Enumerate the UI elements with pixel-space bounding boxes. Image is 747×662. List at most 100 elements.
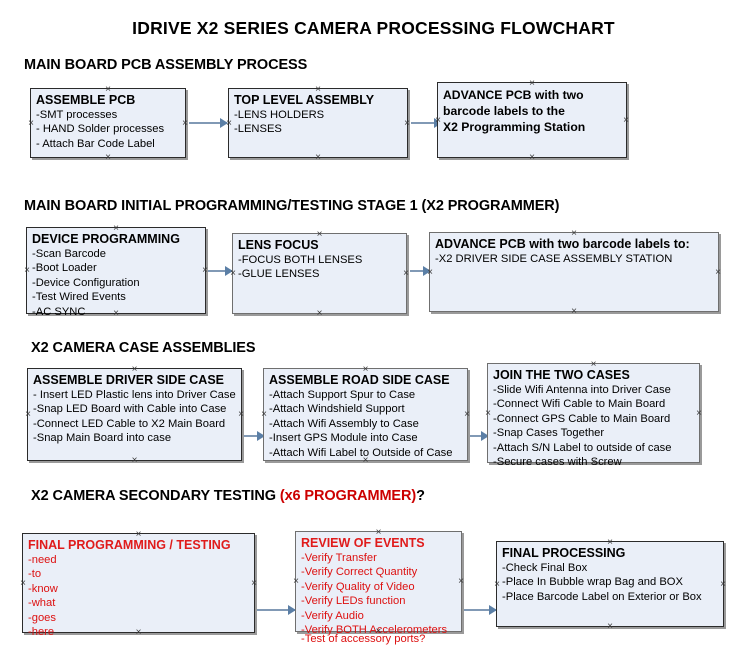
node-line: -what <box>28 597 56 610</box>
node-line: -LENS HOLDERS <box>234 108 325 121</box>
node-title: ASSEMBLE ROAD SIDE CASE <box>269 373 450 387</box>
arrow-final-programming-to-review <box>257 609 295 611</box>
selection-handle-bottom[interactable] <box>314 153 323 162</box>
node-line: -Place Barcode Label on Exterior or Box <box>502 590 702 603</box>
node-line: -AC SYNC <box>32 305 86 318</box>
node-line: -Connect LED Cable to X2 Main Board <box>33 417 226 430</box>
arrow-driver-case-to-road-case <box>244 435 264 437</box>
node-title: FINAL PROGRAMMING / TESTING <box>28 538 231 552</box>
node-line: -Attach S/N Label to outside of case <box>493 441 672 454</box>
node-title: LENS FOCUS <box>238 238 319 252</box>
node-title: ASSEMBLE PCB <box>36 93 136 107</box>
selection-handle-right[interactable] <box>250 579 259 588</box>
selection-handle-right[interactable] <box>463 410 472 419</box>
arrow-top-level-to-advance-pcb <box>411 122 441 124</box>
selection-handle-left[interactable] <box>484 409 493 418</box>
node-line: -Connect GPS Cable to Main Board <box>493 412 671 425</box>
node-line: -SMT processes <box>36 108 118 121</box>
arrow-device-programming-to-lens-focus <box>208 270 232 272</box>
node-assemble-road-side-case[interactable]: ASSEMBLE ROAD SIDE CASE -Attach Support … <box>263 368 468 461</box>
node-line: -Secure cases with Screw <box>493 455 622 468</box>
selection-handle-bottom[interactable] <box>315 309 324 318</box>
node-line: -Slide Wifi Antenna into Driver Case <box>493 383 671 396</box>
arrow-assemble-pcb-to-top-level <box>189 122 227 124</box>
node-line: -Connect Wifi Cable to Main Board <box>493 398 666 411</box>
selection-handle-left[interactable] <box>23 266 32 275</box>
selection-handle-right[interactable] <box>695 409 704 418</box>
selection-handle-right[interactable] <box>719 580 728 589</box>
node-line: -X2 DRIVER SIDE CASE ASSEMBLY STATION <box>435 252 673 265</box>
node-line: -Verify LEDs function <box>301 595 406 608</box>
node-advance-pcb-driver-side-station[interactable]: ADVANCE PCB with two barcode labels to: … <box>429 232 719 312</box>
node-line: -need <box>28 553 57 566</box>
node-device-programming[interactable]: DEVICE PROGRAMMING -Scan Barcode -Boot L… <box>23 227 206 318</box>
section-heading-x2-camera-secondary-testing: X2 CAMERA SECONDARY TESTING (x6 PROGRAMM… <box>31 488 425 504</box>
node-final-processing[interactable]: FINAL PROCESSING -Check Final Box -Place… <box>496 541 724 627</box>
arrow-lens-focus-to-advance-pcb <box>410 270 430 272</box>
node-review-of-events[interactable]: REVIEW OF EVENTS -Verify Transfer -Verif… <box>292 531 462 645</box>
selection-handle-right[interactable] <box>457 577 466 586</box>
node-line: -LENSES <box>234 123 282 136</box>
node-assemble-pcb[interactable]: ASSEMBLE PCB -SMT processes - HAND Solde… <box>30 88 186 158</box>
selection-handle-left[interactable] <box>260 410 269 419</box>
selection-handle-bottom[interactable] <box>606 622 615 631</box>
node-title: ADVANCE PCB with two barcode labels to: <box>435 237 690 251</box>
section-heading-red-text: (x6 PROGRAMMER) <box>279 488 417 504</box>
node-line: -Verify Audio <box>301 609 364 622</box>
selection-handle-bottom[interactable] <box>104 153 113 162</box>
section-heading-main-board-initial-programming: MAIN BOARD INITIAL PROGRAMMING/TESTING S… <box>24 198 560 214</box>
node-line: -Verify BOTH Accelerometers <box>301 623 448 636</box>
node-title: JOIN THE TWO CASES <box>493 368 630 382</box>
node-line: -Place In Bubble wrap Bag and BOX <box>502 576 683 589</box>
selection-handle-left[interactable] <box>27 119 36 128</box>
section-heading-tail: ? <box>416 488 425 504</box>
node-line: -goes <box>28 611 56 624</box>
node-advance-pcb-programming-station[interactable]: ADVANCE PCB with two barcode labels to t… <box>437 82 627 158</box>
node-line: -know <box>28 582 58 595</box>
selection-handle-right[interactable] <box>714 268 723 277</box>
section-heading-text: X2 CAMERA SECONDARY TESTING <box>31 488 280 504</box>
node-line: -Check Final Box <box>502 561 588 574</box>
arrow-road-case-to-join-cases <box>470 435 488 437</box>
node-line: -Insert GPS Module into Case <box>269 432 418 445</box>
selection-handle-left[interactable] <box>292 577 301 586</box>
selection-handle-bottom[interactable] <box>570 307 579 316</box>
node-line: -Test Wired Events <box>32 291 126 304</box>
node-line: -Attach Wifi Assembly to Case <box>269 417 419 430</box>
node-title: REVIEW OF EVENTS <box>301 536 425 550</box>
node-line: -Verify Quality of Video <box>301 580 415 593</box>
node-join-the-two-cases[interactable]: JOIN THE TWO CASES -Slide Wifi Antenna i… <box>484 363 700 468</box>
page-title: IDRIVE X2 SERIES CAMERA PROCESSING FLOWC… <box>132 18 615 38</box>
section-heading-main-board-pcb-assembly-process: MAIN BOARD PCB ASSEMBLY PROCESS <box>24 57 308 73</box>
node-line: - HAND Solder processes <box>36 123 165 136</box>
selection-handle-right[interactable] <box>237 410 246 419</box>
node-line: -Device Configuration <box>32 276 140 289</box>
node-line: X2 Programming Station <box>443 120 586 135</box>
node-title: TOP LEVEL ASSEMBLY <box>234 93 375 107</box>
selection-handle-left[interactable] <box>24 410 33 419</box>
node-title: DEVICE PROGRAMMING <box>32 232 180 246</box>
arrow-review-to-final-processing <box>464 609 496 611</box>
node-top-level-assembly[interactable]: TOP LEVEL ASSEMBLY -LENS HOLDERS -LENSES <box>228 88 408 158</box>
node-line: -here <box>28 625 55 638</box>
selection-handle-left[interactable] <box>493 580 502 589</box>
node-line: -Snap Main Board into case <box>33 432 172 445</box>
selection-handle-left[interactable] <box>19 579 28 588</box>
node-line: -Verify Correct Quantity <box>301 566 418 579</box>
node-line: -Attach Windshield Support <box>269 403 405 416</box>
node-line: -Verify Transfer <box>301 551 377 564</box>
node-lens-focus[interactable]: LENS FOCUS -FOCUS BOTH LENSES -GLUE LENS… <box>232 233 407 314</box>
selection-handle-bottom[interactable] <box>528 153 537 162</box>
node-line-overflow: -Test of accessory ports? <box>301 632 426 645</box>
node-line: -Scan Barcode <box>32 247 107 260</box>
node-line: -Snap Cases Together <box>493 427 605 440</box>
node-title: ASSEMBLE DRIVER SIDE CASE <box>33 373 225 387</box>
selection-handle-bottom[interactable] <box>130 456 139 465</box>
selection-handle-right[interactable] <box>622 116 631 125</box>
node-line: -Attach Wifi Label to Outside of Case <box>269 446 453 459</box>
node-assemble-driver-side-case[interactable]: ASSEMBLE DRIVER SIDE CASE - Insert LED P… <box>27 368 242 461</box>
node-final-programming-testing[interactable]: FINAL PROGRAMMING / TESTING -need -to -k… <box>19 533 255 638</box>
node-line: - Attach Bar Code Label <box>36 137 155 150</box>
node-line: -FOCUS BOTH LENSES <box>238 253 363 266</box>
